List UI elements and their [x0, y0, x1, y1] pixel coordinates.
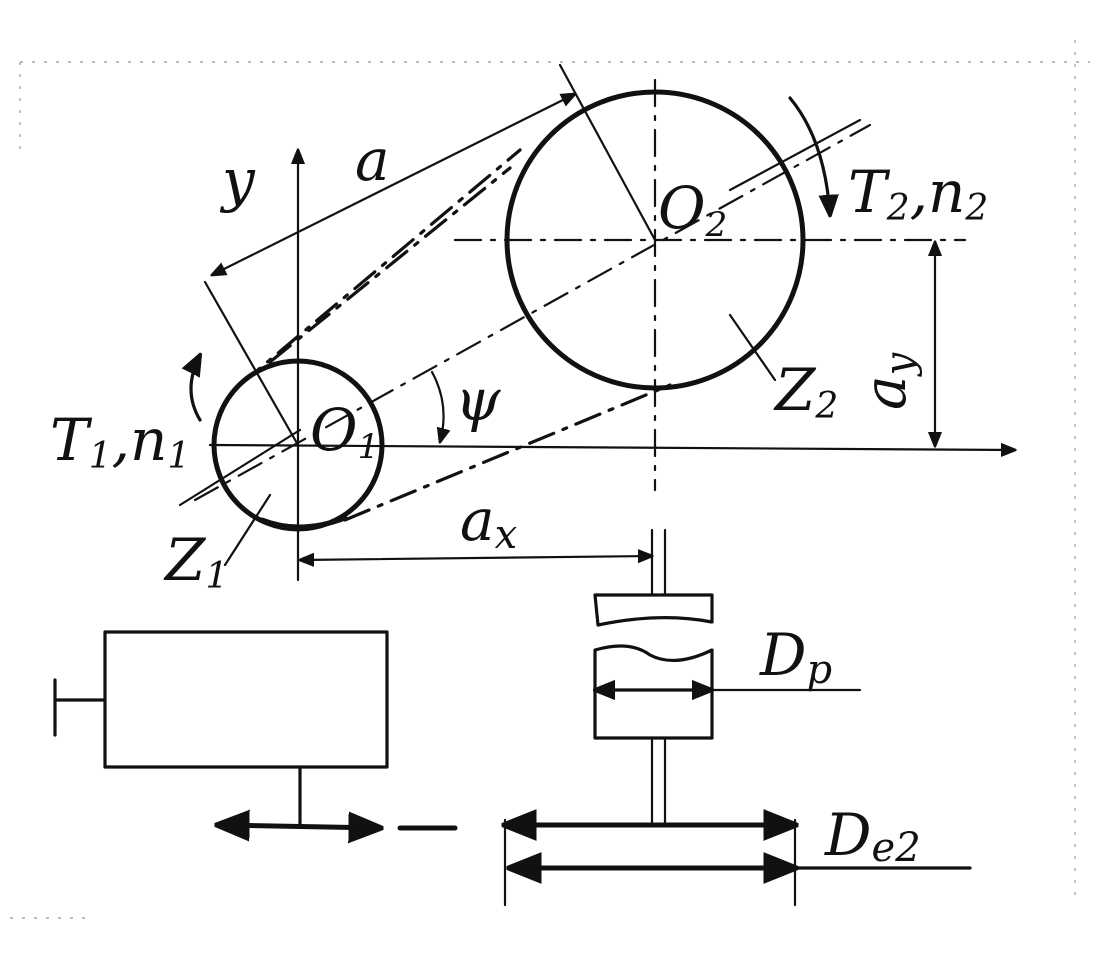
label-ax: ax [460, 486, 517, 558]
dimension-ax [300, 556, 652, 560]
z2-leader [728, 313, 777, 382]
label-y: y [219, 146, 256, 214]
label-z2: Z2 [773, 356, 838, 427]
scan-border [10, 40, 1090, 919]
label-a: a [355, 126, 390, 194]
label-ay: ay [851, 351, 923, 410]
chain-lower-wrap [259, 515, 348, 530]
sprocket-side-top [593, 593, 714, 627]
psi-angle-arc [430, 370, 444, 442]
dimension-a [212, 94, 575, 275]
t1-rotation-arrow [191, 355, 200, 422]
x-axis [208, 445, 1015, 450]
t2-leader [728, 118, 862, 192]
motor-base-arrow [218, 825, 380, 828]
label-de2: De2 [824, 801, 921, 871]
chain-upper-strand-2 [268, 166, 512, 364]
label-o2: O2 [658, 174, 727, 245]
label-o1: O1 [310, 396, 379, 467]
label-t2-n2: T2,n2 [848, 158, 988, 229]
label-z1: Z1 [163, 526, 228, 597]
label-dp: Dp [759, 621, 832, 693]
chain-lower-strand [343, 383, 672, 522]
radius-o1 [203, 280, 300, 447]
label-t1-n1: T1,n1 [50, 406, 190, 477]
sprocket-side-bottom [593, 644, 714, 740]
z1-leader [223, 493, 272, 567]
label-psi: ψ [455, 366, 501, 434]
motor-box [103, 630, 389, 769]
center-line [193, 123, 872, 502]
t2-rotation-arrow [788, 96, 830, 215]
t1-leader [178, 428, 302, 507]
